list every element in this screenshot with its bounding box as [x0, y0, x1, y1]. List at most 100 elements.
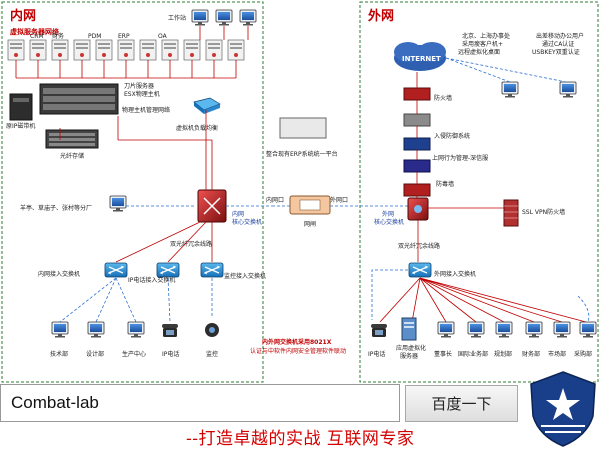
right-terminal-3: 国际业务部	[458, 350, 488, 358]
international-pc	[467, 321, 485, 338]
workstation-label: 工作站	[168, 14, 186, 22]
intranet-title: 内网	[10, 8, 36, 24]
internet-cloud-icon	[394, 42, 446, 71]
remote-office-2: 采用瘦客户机+	[462, 40, 503, 48]
vm-label-2: PDM	[88, 33, 101, 40]
storage-icon	[45, 129, 99, 149]
left-terminal-3: IP电话	[162, 350, 179, 358]
blade-server-icon	[39, 83, 119, 115]
border-label: 防毒墙	[436, 180, 454, 188]
right-terminal-5: 财务部	[522, 350, 540, 358]
branch-pc-icon	[109, 195, 127, 212]
intranet-core-switch-icon	[197, 189, 227, 223]
gateway-label: 网闸	[304, 220, 316, 228]
purchasing-pc	[579, 321, 597, 338]
internet-red-links	[379, 277, 587, 323]
storage-label: 光纤存储	[60, 152, 84, 160]
app-virtual-server-icon	[401, 317, 417, 341]
internet-ip-phone-icon	[371, 324, 387, 337]
mobile-user-pc	[559, 81, 577, 98]
erp-platform-label: 整合现有ERP系统统一平台	[266, 150, 338, 158]
intranet-core-label-2: 核心交换机	[232, 218, 262, 226]
mgmt-switch-icon	[193, 97, 221, 114]
ssl-vpn-label: SSL VPN防火墙	[522, 208, 565, 216]
blade-label-1: 刀片服务器	[124, 82, 154, 90]
internet-core-label-1: 外网	[382, 210, 394, 218]
vm-links	[15, 26, 249, 79]
gateway-out-port: 外网口	[330, 196, 348, 204]
right-terminal-1b: 服务器	[400, 352, 418, 360]
internet-access-label: 外网接入交换机	[434, 270, 476, 278]
mgmt-net-label: 物理主机管理网络	[122, 106, 170, 114]
finance-pc	[525, 321, 543, 338]
note-line-1: 内外网交换机采用8021X	[262, 338, 332, 346]
tape-drive-icon	[9, 93, 33, 121]
remote-office-1: 北京、上海办事处	[462, 32, 510, 40]
left-terminal-2: 生产中心	[122, 350, 146, 358]
shield-logo-icon	[530, 371, 596, 447]
vm-label-1: 财务	[52, 32, 64, 40]
internet-access-switch-icon	[408, 262, 432, 278]
ip-phone-switch-icon	[156, 262, 180, 278]
mobile-1: 出差移动办公用户	[536, 32, 584, 40]
right-terminal-2: 董事长	[434, 350, 452, 358]
intranet-dual-fiber-label: 双光纤冗余线路	[170, 240, 212, 248]
intranet-core-label-1: 内网	[232, 210, 244, 218]
internet-core-label-2: 核心交换机	[374, 218, 404, 226]
internet-dual-fiber-label: 双光纤冗余线路	[398, 242, 440, 250]
chairman-pc	[437, 321, 455, 338]
behavior-label: 上网行为管理-深信服	[432, 154, 488, 162]
intranet-access-label: 内网接入交换机	[38, 270, 80, 278]
ip-phone-icon	[162, 324, 178, 337]
tech-dept-pc	[51, 321, 69, 338]
gateway-in-port: 内网口	[266, 196, 284, 204]
internet-core-switch-icon	[407, 197, 429, 221]
monitor-switch-icon	[200, 262, 224, 278]
monitor-switch-label: 监控接入交换机	[224, 272, 266, 280]
design-dept-pc	[87, 321, 105, 338]
vm-server-row	[7, 39, 245, 61]
network-topology-diagram: 内网 外网 虚拟服务器网络 CRM 财务 PDM ERP OA 工作站 原IP磁…	[1, 1, 599, 383]
ip-phone-switch-label: IP电话接入交换机	[128, 276, 175, 284]
tape-label: 原IP磁带机	[6, 122, 35, 130]
vm-label-0: CRM	[30, 33, 44, 40]
gateway-icon	[289, 195, 331, 215]
production-center-pc	[127, 321, 145, 338]
remote-office-pc	[501, 81, 519, 98]
right-terminal-6: 市场部	[548, 350, 566, 358]
mobile-3: USBKEY双重认证	[532, 48, 580, 56]
mobile-2: 通过CA认证	[542, 40, 574, 48]
right-terminal-0: IP电话	[368, 350, 385, 358]
workstation-monitors	[191, 9, 257, 26]
erp-platform-icon	[279, 117, 327, 139]
slogan-text: --打造卓越的实战 互联网专家	[186, 429, 415, 449]
ips-label: 入侵防御系统	[434, 132, 470, 140]
right-terminal-7: 采购部	[574, 350, 592, 358]
ssl-vpn-firewall-icon	[503, 199, 519, 227]
intranet-blue-links	[59, 205, 272, 323]
search-input[interactable]	[0, 384, 400, 422]
left-terminal-4: 监控	[206, 350, 218, 358]
intranet-red-links	[59, 110, 213, 263]
internet-title: 外网	[367, 8, 394, 24]
vm-label-4: OA	[158, 33, 168, 40]
planning-pc	[495, 321, 513, 338]
blade-label-2: ESX物理主机	[124, 90, 160, 98]
intranet-zone-frame	[1, 1, 264, 383]
intranet-access-switch-icon	[104, 262, 128, 278]
firewall-label: 防火墙	[434, 94, 452, 102]
right-terminal-1a: 应用虚拟化	[396, 344, 426, 352]
note-line-2: 认证与中软件内网安全管理软件联动	[250, 347, 346, 355]
marketing-pc	[553, 321, 571, 338]
vm-label-3: ERP	[118, 33, 130, 40]
left-terminal-1: 设计部	[86, 350, 104, 358]
remote-office-3: 远程虚拟化桌面	[458, 48, 500, 56]
internet-zone-frame	[359, 1, 599, 383]
left-terminal-0: 技术部	[50, 350, 68, 358]
search-button[interactable]: 百度一下	[405, 385, 518, 422]
branch-label: 羊亭、草庙子、张村等分厂	[20, 204, 92, 212]
internet-blue-links	[371, 269, 590, 323]
virtual-server-net-label: 虚拟服务器网络	[10, 27, 59, 36]
camera-icon	[205, 323, 219, 337]
right-terminal-4: 规划部	[494, 350, 512, 358]
